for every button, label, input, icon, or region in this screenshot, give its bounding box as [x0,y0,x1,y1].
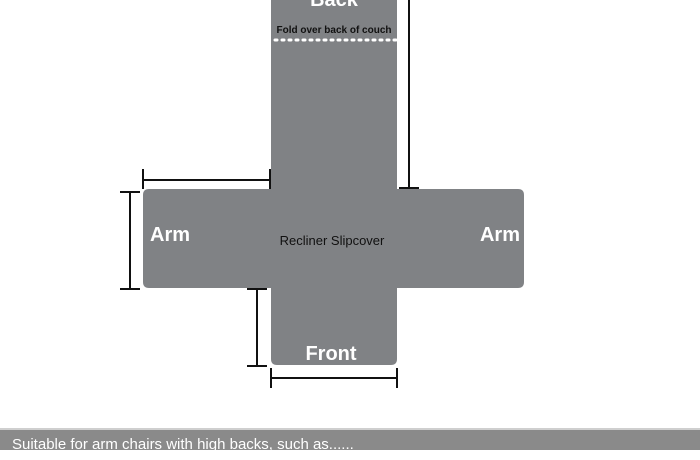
dimension-lines [120,0,419,388]
title-label: Recliner Slipcover [280,233,385,248]
slipcover-shape [143,0,524,365]
arm-right-label: Arm [480,224,520,246]
front-label: Front [305,343,356,365]
back-label: Back [310,0,359,11]
caption-banner: Suitable for arm chairs with high backs,… [0,428,700,453]
arm-left-label: Arm [150,224,190,246]
fold-note: Fold over back of couch [276,25,391,36]
slipcover-diagram: Back Fold over back of couch Recliner Sl… [120,0,524,388]
